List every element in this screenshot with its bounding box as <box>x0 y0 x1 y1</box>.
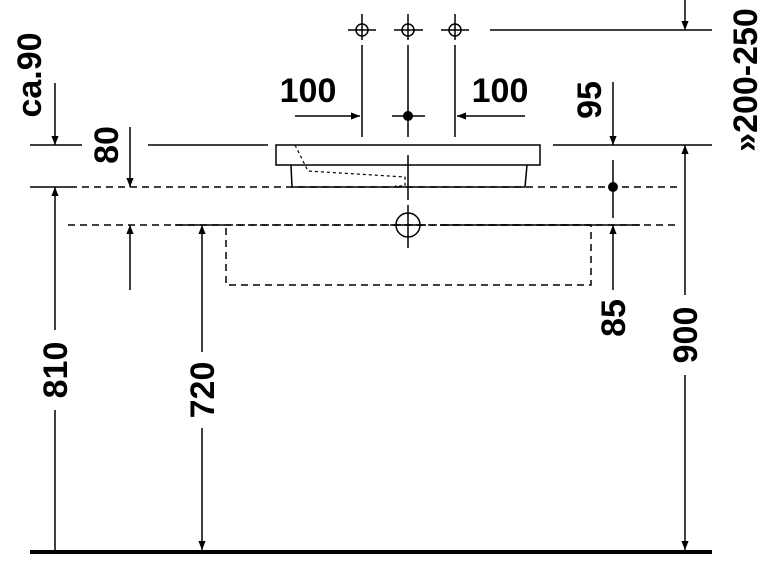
vanity-unit-outline <box>225 224 592 286</box>
dim-900: 900 <box>667 307 705 364</box>
dim-720: 720 <box>184 362 222 419</box>
dim-ca90: ca.90 <box>11 32 49 117</box>
dim-100-left: 100 <box>280 72 337 110</box>
drain-icon <box>390 205 426 248</box>
tap-hole-left-icon <box>348 14 376 137</box>
dim-80: 80 <box>88 126 126 164</box>
tap-holes <box>348 14 469 137</box>
tap-hole-center-icon <box>392 14 425 137</box>
dim-95: 95 <box>571 81 609 119</box>
dim-200-250: »200-250 <box>727 8 765 152</box>
dim-100-right: 100 <box>472 72 529 110</box>
dim-810: 810 <box>37 342 75 399</box>
dim-85: 85 <box>595 299 633 337</box>
tap-hole-right-icon <box>441 14 469 137</box>
washbasin <box>275 144 541 200</box>
